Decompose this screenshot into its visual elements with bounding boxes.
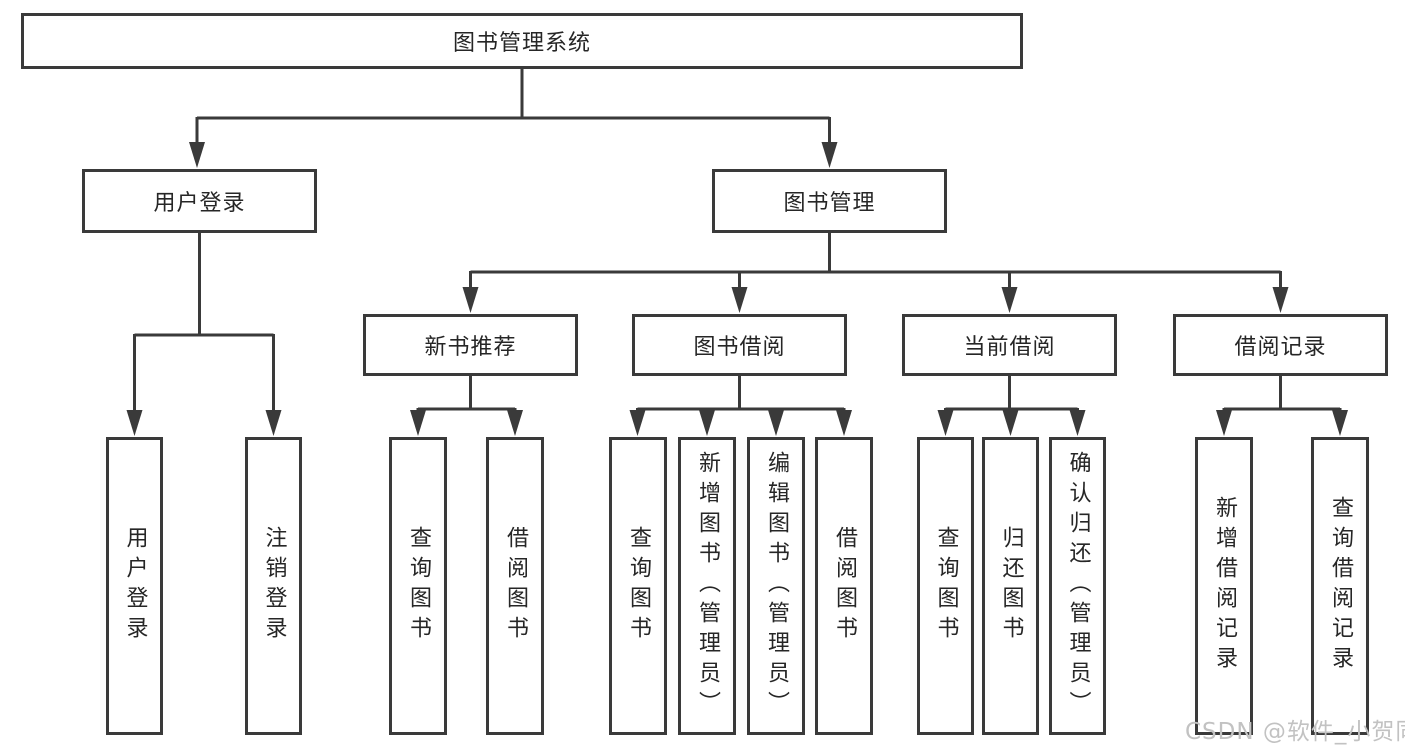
arrowheads [126,142,1348,436]
leaf-query-books-recommend: 查询图书 [389,437,447,735]
leaf-confirm-return-admin: 确认归还（管理员） [1049,437,1106,735]
leaf-logout-login: 注销登录 [245,437,302,735]
leaf-label: 借阅图书 [503,526,528,646]
node-new-book-recommend: 新书推荐 [363,314,578,376]
leaf-label: 编辑图书（管理员） [764,451,789,721]
node-book-management: 图书管理 [712,169,947,233]
leaf-borrow-books-recommend: 借阅图书 [486,437,544,735]
leaf-label: 确认归还（管理员） [1065,451,1091,721]
node-borrow-records: 借阅记录 [1173,314,1388,376]
node-user-login: 用户登录 [82,169,317,233]
leaf-label: 查询图书 [626,526,651,646]
leaf-query-books-current: 查询图书 [917,437,974,735]
node-current-borrow: 当前借阅 [902,314,1117,376]
leaf-label: 新增借阅记录 [1212,496,1237,676]
leaf-label: 查询借阅记录 [1328,496,1353,676]
leaf-add-borrow-record: 新增借阅记录 [1195,437,1253,735]
leaf-label: 借阅图书 [832,526,857,646]
leaf-label: 归还图书 [998,526,1024,646]
leaf-label: 查询图书 [406,526,431,646]
leaf-return-books: 归还图书 [982,437,1039,735]
csdn-watermark: CSDN @软件_小贺同学 [1185,719,1405,745]
node-book-borrow: 图书借阅 [632,314,847,376]
leaf-label: 用户登录 [122,526,148,646]
leaf-user-login: 用户登录 [106,437,163,735]
leaf-add-books-admin: 新增图书（管理员） [678,437,736,735]
leaf-label: 新增图书（管理员） [695,451,720,721]
leaf-borrow-books: 借阅图书 [815,437,873,735]
leaf-label: 注销登录 [261,526,287,646]
node-library-management-system: 图书管理系统 [21,13,1023,69]
leaf-edit-books-admin: 编辑图书（管理员） [747,437,805,735]
leaf-label: 查询图书 [933,526,959,646]
leaf-query-books-borrow: 查询图书 [609,437,667,735]
leaf-query-borrow-record: 查询借阅记录 [1311,437,1369,735]
